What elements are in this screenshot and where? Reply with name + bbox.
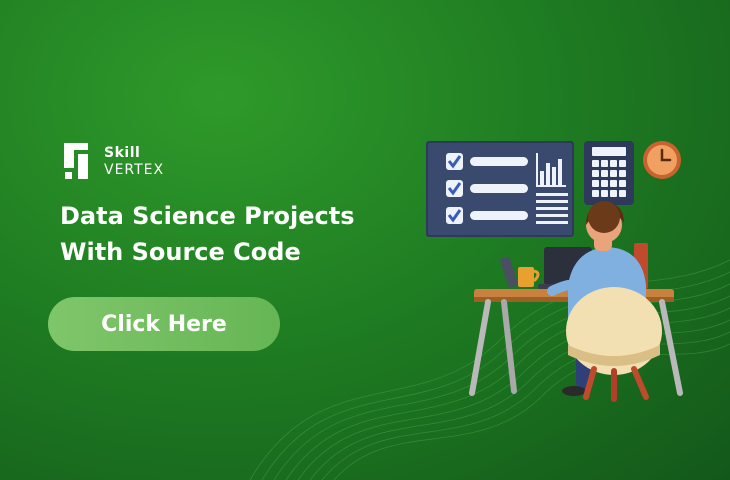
brand-logo: Skill VERTEX — [62, 141, 164, 181]
clock-icon — [643, 141, 681, 179]
hero-headline-line-1: Data Science Projects — [60, 202, 355, 230]
hero-headline-line-2: With Source Code — [60, 238, 301, 266]
skill-vertex-logo-mark-icon — [64, 143, 88, 179]
coffee-mug — [518, 267, 540, 287]
bar-chart-icon — [536, 153, 568, 224]
hero-headline: Data Science Projects With Source Code — [60, 198, 390, 270]
dashboard-board — [426, 141, 574, 237]
brand-wordmark: Skill VERTEX — [104, 146, 164, 177]
data-science-desk-illustration — [426, 141, 683, 402]
chair — [566, 287, 662, 402]
checkbox-icon — [446, 153, 463, 224]
brand-line-1: Skill — [104, 144, 141, 161]
brand-line-2: VERTEX — [104, 161, 165, 178]
click-here-button[interactable]: Click Here — [48, 297, 280, 351]
calculator-icon — [584, 141, 634, 205]
